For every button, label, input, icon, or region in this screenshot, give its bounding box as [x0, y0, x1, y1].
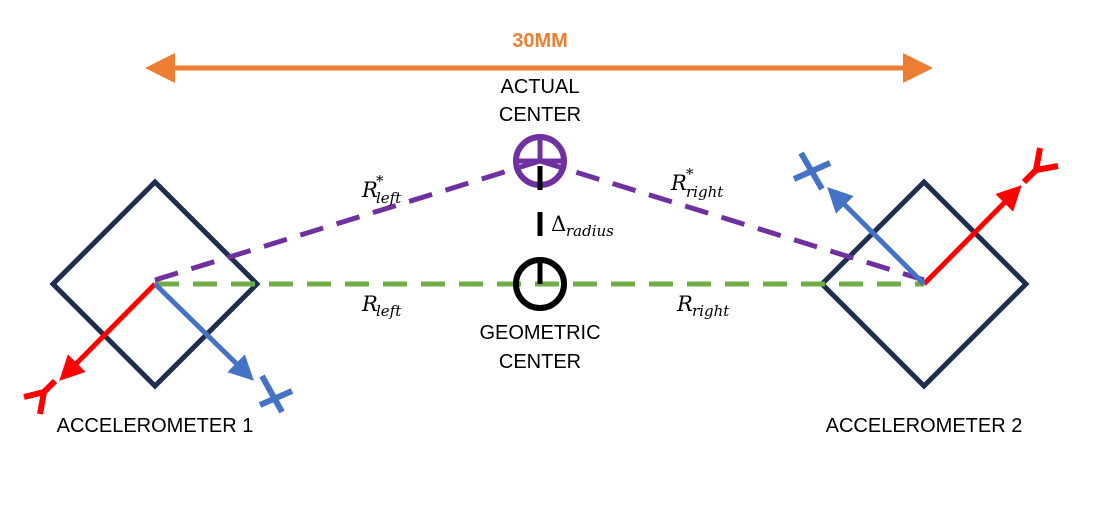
r-right-star-label: R * right [670, 165, 724, 201]
accelerometer-1-y-axis-arrow [59, 282, 157, 381]
actual-center-label-line1: ACTUAL [501, 76, 580, 98]
svg-text:*: * [686, 165, 694, 183]
r-right-label: R right [676, 292, 730, 320]
actual-radius-right-line [539, 158, 925, 283]
svg-text:radius: radius [566, 222, 614, 240]
actual-radius-left-line [154, 158, 541, 283]
dimension-label: 30MM [512, 30, 568, 52]
svg-text:left: left [376, 189, 402, 207]
svg-text:left: left [376, 302, 402, 320]
svg-text:R: R [670, 171, 687, 195]
geometric-center-label-line1: GEOMETRIC [479, 322, 600, 344]
accelerometer-1-y-axis-label [23, 378, 58, 415]
accelerometer-1-body [49, 178, 261, 390]
svg-text:R: R [361, 292, 378, 316]
svg-text:R: R [361, 178, 378, 202]
accelerometer-2-x-axis-label [792, 151, 832, 191]
accelerometer-2-y-axis-arrow [922, 185, 1022, 286]
svg-text:*: * [376, 172, 384, 190]
r-left-star-label: R * left [361, 172, 402, 207]
accelerometer-1-x-axis-label [258, 374, 294, 414]
accelerometer-2-label: ACCELEROMETER 2 [826, 415, 1023, 437]
delta-radius-label: Δ radius [551, 212, 614, 240]
accelerometer-1-x-axis-arrow [153, 282, 254, 381]
svg-text:right: right [686, 183, 724, 201]
geometric-center-label-line2: CENTER [499, 351, 581, 373]
svg-text:R: R [676, 292, 693, 316]
accelerometer-2-y-axis-label [1021, 147, 1059, 185]
svg-text:right: right [692, 302, 730, 320]
r-left-label: R left [361, 292, 402, 320]
svg-text:Δ: Δ [551, 212, 566, 236]
accelerometer-1-label: ACCELEROMETER 1 [57, 415, 254, 437]
accelerometer-2-body [818, 178, 1030, 390]
actual-center-label-line2: CENTER [499, 104, 581, 126]
accelerometer-2-x-axis-arrow [827, 187, 926, 286]
